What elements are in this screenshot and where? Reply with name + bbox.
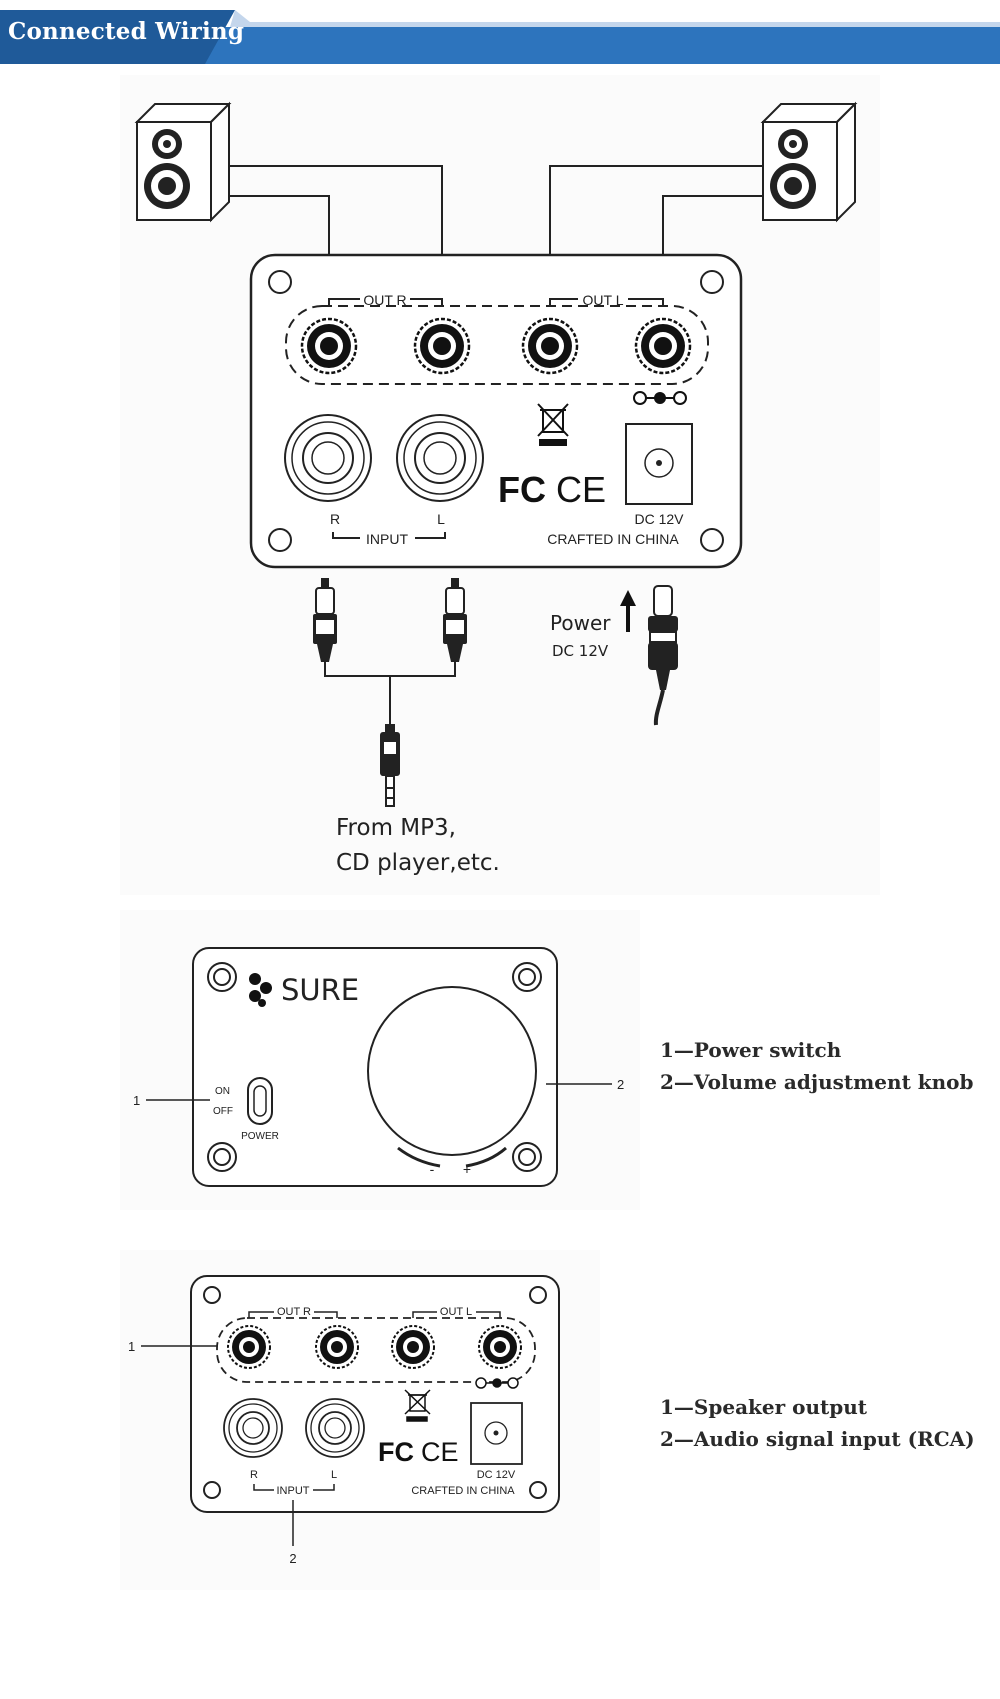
rear-legend: 1—Speaker output 2—Audio signal input (R…: [660, 1391, 975, 1455]
rear-out-l-label: OUT L: [440, 1306, 472, 1318]
rear-rca-input-r: [223, 1398, 283, 1458]
front-callout-1: 1: [133, 1093, 140, 1108]
input-label: INPUT: [366, 531, 408, 547]
brand-logo-icon: [249, 973, 272, 1007]
rear-screws: [203, 1286, 547, 1499]
binding-post-out-l-plus: [634, 317, 692, 375]
volume-minus: -: [430, 1161, 435, 1177]
switch-on-label: ON: [215, 1086, 230, 1097]
volume-knob: [367, 986, 537, 1156]
rca-y-cable: [324, 662, 456, 724]
binding-post-out-r-plus: [300, 317, 358, 375]
front-legend-item-2: 2—Volume adjustment knob: [660, 1070, 974, 1094]
out-brackets: [328, 298, 664, 305]
rear-binding-post-2: [315, 1325, 359, 1369]
rear-legend-item-2: 2—Audio signal input (RCA): [660, 1427, 975, 1451]
rear-input-bracket: [253, 1484, 335, 1491]
rear-legend-item-1: 1—Speaker output: [660, 1395, 867, 1419]
rear-rca-input-l: [305, 1398, 365, 1458]
speaker-output-group: [285, 305, 709, 385]
power-label: Power: [550, 611, 611, 635]
rear-binding-post-3: [391, 1325, 435, 1369]
fc-mark: FC: [498, 469, 546, 510]
rear-callout-2: 2: [289, 1551, 296, 1566]
mini-jack-plug-icon: [380, 724, 400, 807]
amp-rear-panel: [249, 253, 743, 569]
input-r-label: R: [330, 511, 340, 527]
rear-ce-mark: CE: [421, 1437, 459, 1467]
rear-callout-1: 1: [128, 1339, 135, 1354]
rca-plug-r-icon: [312, 577, 338, 663]
rear-binding-post-1: [227, 1325, 271, 1369]
out-r-label: OUT R: [363, 292, 406, 308]
crafted-label: CRAFTED IN CHINA: [547, 531, 679, 547]
input-l-label: L: [437, 511, 445, 527]
ce-mark: CE: [556, 469, 606, 510]
front-callout-2: 2: [617, 1077, 624, 1092]
header-banner: [0, 10, 1000, 64]
switch-off-label: OFF: [213, 1106, 233, 1117]
volume-arc: [397, 1146, 507, 1168]
arrow-up-icon: [620, 590, 636, 632]
front-legend: 1—Power switch 2—Volume adjustment knob: [660, 1034, 974, 1098]
amp-rear-panel-small: [190, 1275, 560, 1513]
speaker-left-icon: [762, 103, 856, 221]
weee-bin-icon: [537, 403, 569, 446]
rear-input-label: INPUT: [277, 1485, 310, 1497]
rear-input-r-label: R: [250, 1469, 258, 1481]
rear-out-r-label: OUT R: [277, 1306, 311, 1318]
rear-output-group: [216, 1317, 536, 1383]
brand-name: SURE: [281, 973, 359, 1007]
rear-dc-label: DC 12V: [477, 1469, 516, 1481]
rca-input-r: [284, 414, 372, 502]
rear-binding-post-4: [478, 1325, 522, 1369]
rca-input-l: [396, 414, 484, 502]
front-legend-item-1: 1—Power switch: [660, 1038, 842, 1062]
front-screws: [207, 962, 542, 1172]
rear-weee-bin-icon: [404, 1389, 431, 1422]
speaker-right-icon: [136, 103, 230, 221]
dc-label: DC 12V: [634, 511, 684, 527]
dc-power-plug-icon: [648, 585, 678, 726]
out-l-label: OUT L: [583, 292, 624, 308]
rear-dc-polarity-icon: [475, 1377, 519, 1389]
binding-post-out-r-minus: [413, 317, 471, 375]
panel-screws: [268, 270, 724, 552]
power-switch-label: POWER: [241, 1131, 279, 1142]
binding-post-out-l-minus: [521, 317, 579, 375]
rca-plug-l-icon: [442, 577, 468, 663]
source-line-2: CD player,etc.: [336, 850, 500, 876]
power-dc-label: DC 12V: [552, 642, 609, 660]
rear-input-l-label: L: [331, 1469, 337, 1481]
section-header: Connected Wiring: [0, 0, 1000, 66]
dc-polarity-icon: [633, 391, 687, 405]
rear-out-brackets: [248, 1311, 501, 1318]
source-line-1: From MP3,: [336, 815, 456, 841]
volume-plus: +: [463, 1161, 471, 1177]
input-bracket: [332, 532, 446, 539]
rear-crafted-label: CRAFTED IN CHINA: [411, 1485, 515, 1497]
rear-fc-mark: FC: [378, 1437, 414, 1467]
header-title: Connected Wiring: [8, 18, 245, 45]
